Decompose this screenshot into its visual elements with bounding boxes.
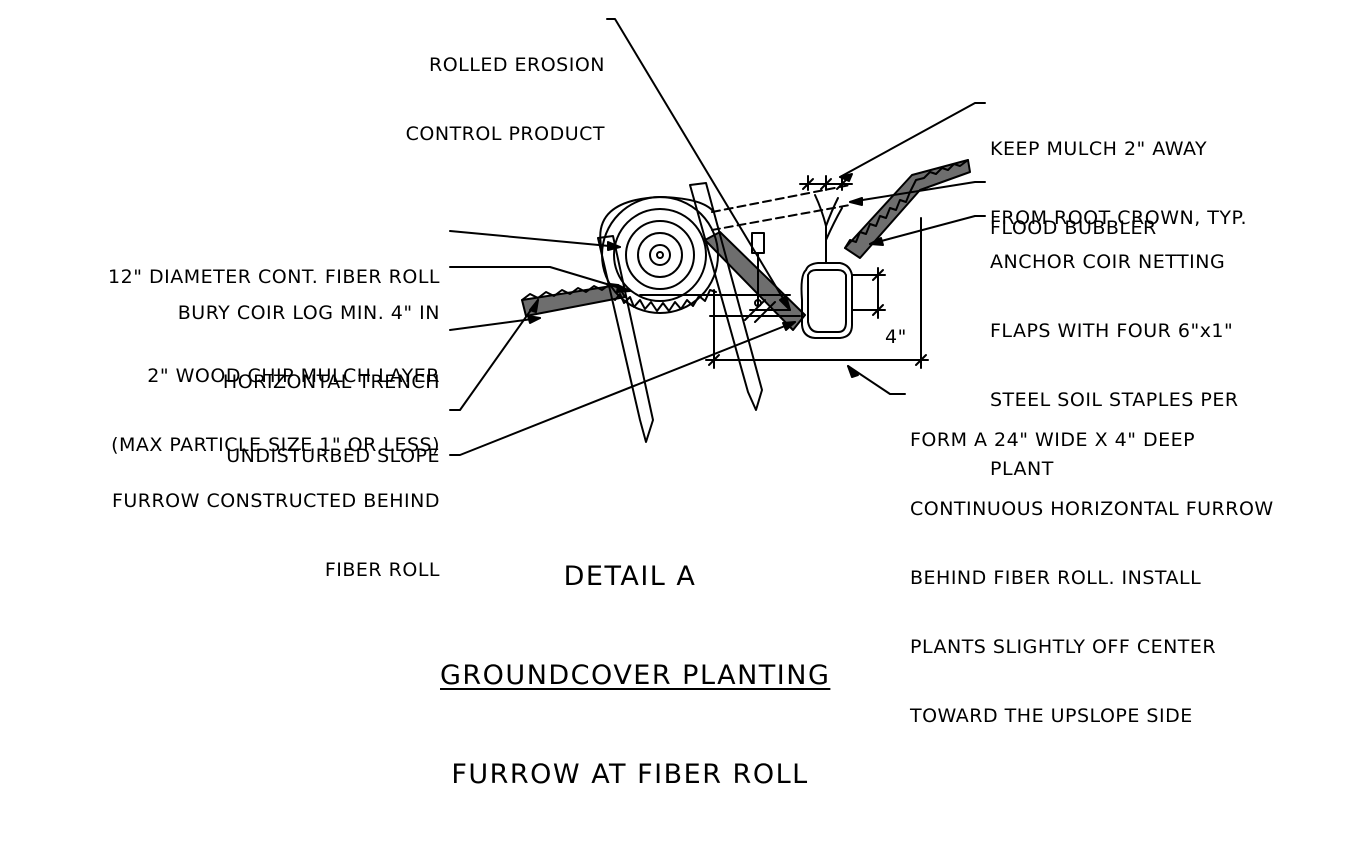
label-wood-chip-line1: 2" WOOD CHIP MULCH LAYER bbox=[147, 365, 440, 387]
label-keep-mulch: KEEP MULCH 2" AWAY FROM ROOT CROWN, TYP. bbox=[990, 92, 1247, 276]
label-keep-mulch-line2: FROM ROOT CROWN, TYP. bbox=[990, 207, 1248, 229]
label-undisturbed-line1: UNDISTURBED SLOPE bbox=[226, 445, 440, 467]
mulch-layer-left bbox=[521, 283, 626, 317]
drawing-canvas bbox=[449, 18, 986, 456]
label-furrow-constructed-line1: FURROW CONSTRUCTED BEHIND bbox=[111, 490, 440, 512]
label-anchor-coir: ANCHOR COIR NETTING FLAPS WITH FOUR 6"x1… bbox=[990, 205, 1239, 527]
detail-title-line2: GROUNDCOVER PLANTING bbox=[440, 660, 831, 691]
label-form-furrow-line2: CONTINUOUS HORIZONTAL FURROW bbox=[910, 498, 1274, 520]
coir-netting bbox=[711, 184, 851, 231]
label-flood-bubbler-line1: FLOOD BUBBLER bbox=[990, 217, 1157, 239]
plant bbox=[800, 194, 853, 339]
label-undisturbed-slope: UNDISTURBED SLOPE bbox=[226, 399, 440, 514]
label-wood-chip-line2: (MAX PARTICLE SIZE 1" OR LESS) bbox=[111, 434, 440, 456]
mulch-layer-upper bbox=[844, 159, 971, 259]
label-furrow-constructed-line2: FIBER ROLL bbox=[324, 559, 440, 581]
label-flood-bubbler: FLOOD BUBBLER bbox=[990, 171, 1157, 286]
stake-left bbox=[597, 235, 654, 443]
label-fiber-roll: 12" DIAMETER CONT. FIBER ROLL bbox=[108, 220, 440, 335]
label-anchor-coir-line2: FLAPS WITH FOUR 6"x1" bbox=[990, 320, 1234, 342]
fiber-roll bbox=[599, 196, 719, 314]
label-form-furrow-line3: BEHIND FIBER ROLL. INSTALL bbox=[910, 567, 1202, 589]
stake-right bbox=[689, 182, 763, 411]
leader-lines bbox=[449, 18, 986, 456]
label-anchor-coir-line1: ANCHOR COIR NETTING bbox=[990, 251, 1226, 273]
detail-title-line3: FURROW AT FIBER ROLL bbox=[451, 759, 809, 790]
label-bury-coir: BURY COIR LOG MIN. 4" IN HORIZONTAL TREN… bbox=[178, 256, 440, 440]
leader-arrowheads bbox=[527, 173, 884, 378]
detail-drawing: ROLLED EROSION CONTROL PRODUCT KEEP MULC… bbox=[108, 8, 1273, 790]
label-anchor-coir-line4: PLANT bbox=[990, 458, 1054, 480]
label-depth-4in-text: 4" bbox=[885, 326, 907, 348]
label-depth-4in: 4" bbox=[885, 280, 911, 395]
label-wood-chip: 2" WOOD CHIP MULCH LAYER (MAX PARTICLE S… bbox=[111, 319, 440, 503]
label-rolled-erosion-line1: ROLLED EROSION bbox=[429, 54, 605, 76]
flood-bubbler bbox=[751, 232, 765, 307]
label-furrow-constructed: FURROW CONSTRUCTED BEHIND FIBER ROLL bbox=[112, 444, 440, 628]
label-form-furrow-line4: PLANTS SLIGHTLY OFF CENTER bbox=[910, 636, 1217, 658]
furrow-depth-dimension bbox=[851, 267, 886, 319]
label-rolled-erosion-line2: CONTROL PRODUCT bbox=[405, 123, 605, 145]
detail-title: DETAIL A GROUNDCOVER PLANTING FURROW AT … bbox=[440, 494, 831, 857]
label-anchor-coir-line3: STEEL SOIL STAPLES PER bbox=[990, 389, 1239, 411]
label-bury-coir-line1: BURY COIR LOG MIN. 4" IN bbox=[177, 302, 440, 324]
label-form-furrow-line1: FORM A 24" WIDE X 4" DEEP bbox=[910, 429, 1196, 451]
label-form-furrow: FORM A 24" WIDE X 4" DEEP CONTINUOUS HOR… bbox=[910, 383, 1274, 774]
detail-title-line1: DETAIL A bbox=[563, 561, 697, 592]
label-form-furrow-line5: TOWARD THE UPSLOPE SIDE bbox=[910, 705, 1193, 727]
ground-lines bbox=[639, 294, 801, 323]
label-bury-coir-line2: HORIZONTAL TRENCH bbox=[222, 371, 440, 393]
label-fiber-roll-line1: 12" DIAMETER CONT. FIBER ROLL bbox=[108, 266, 440, 288]
label-keep-mulch-line1: KEEP MULCH 2" AWAY bbox=[990, 138, 1208, 160]
label-rolled-erosion: ROLLED EROSION CONTROL PRODUCT bbox=[406, 8, 605, 192]
